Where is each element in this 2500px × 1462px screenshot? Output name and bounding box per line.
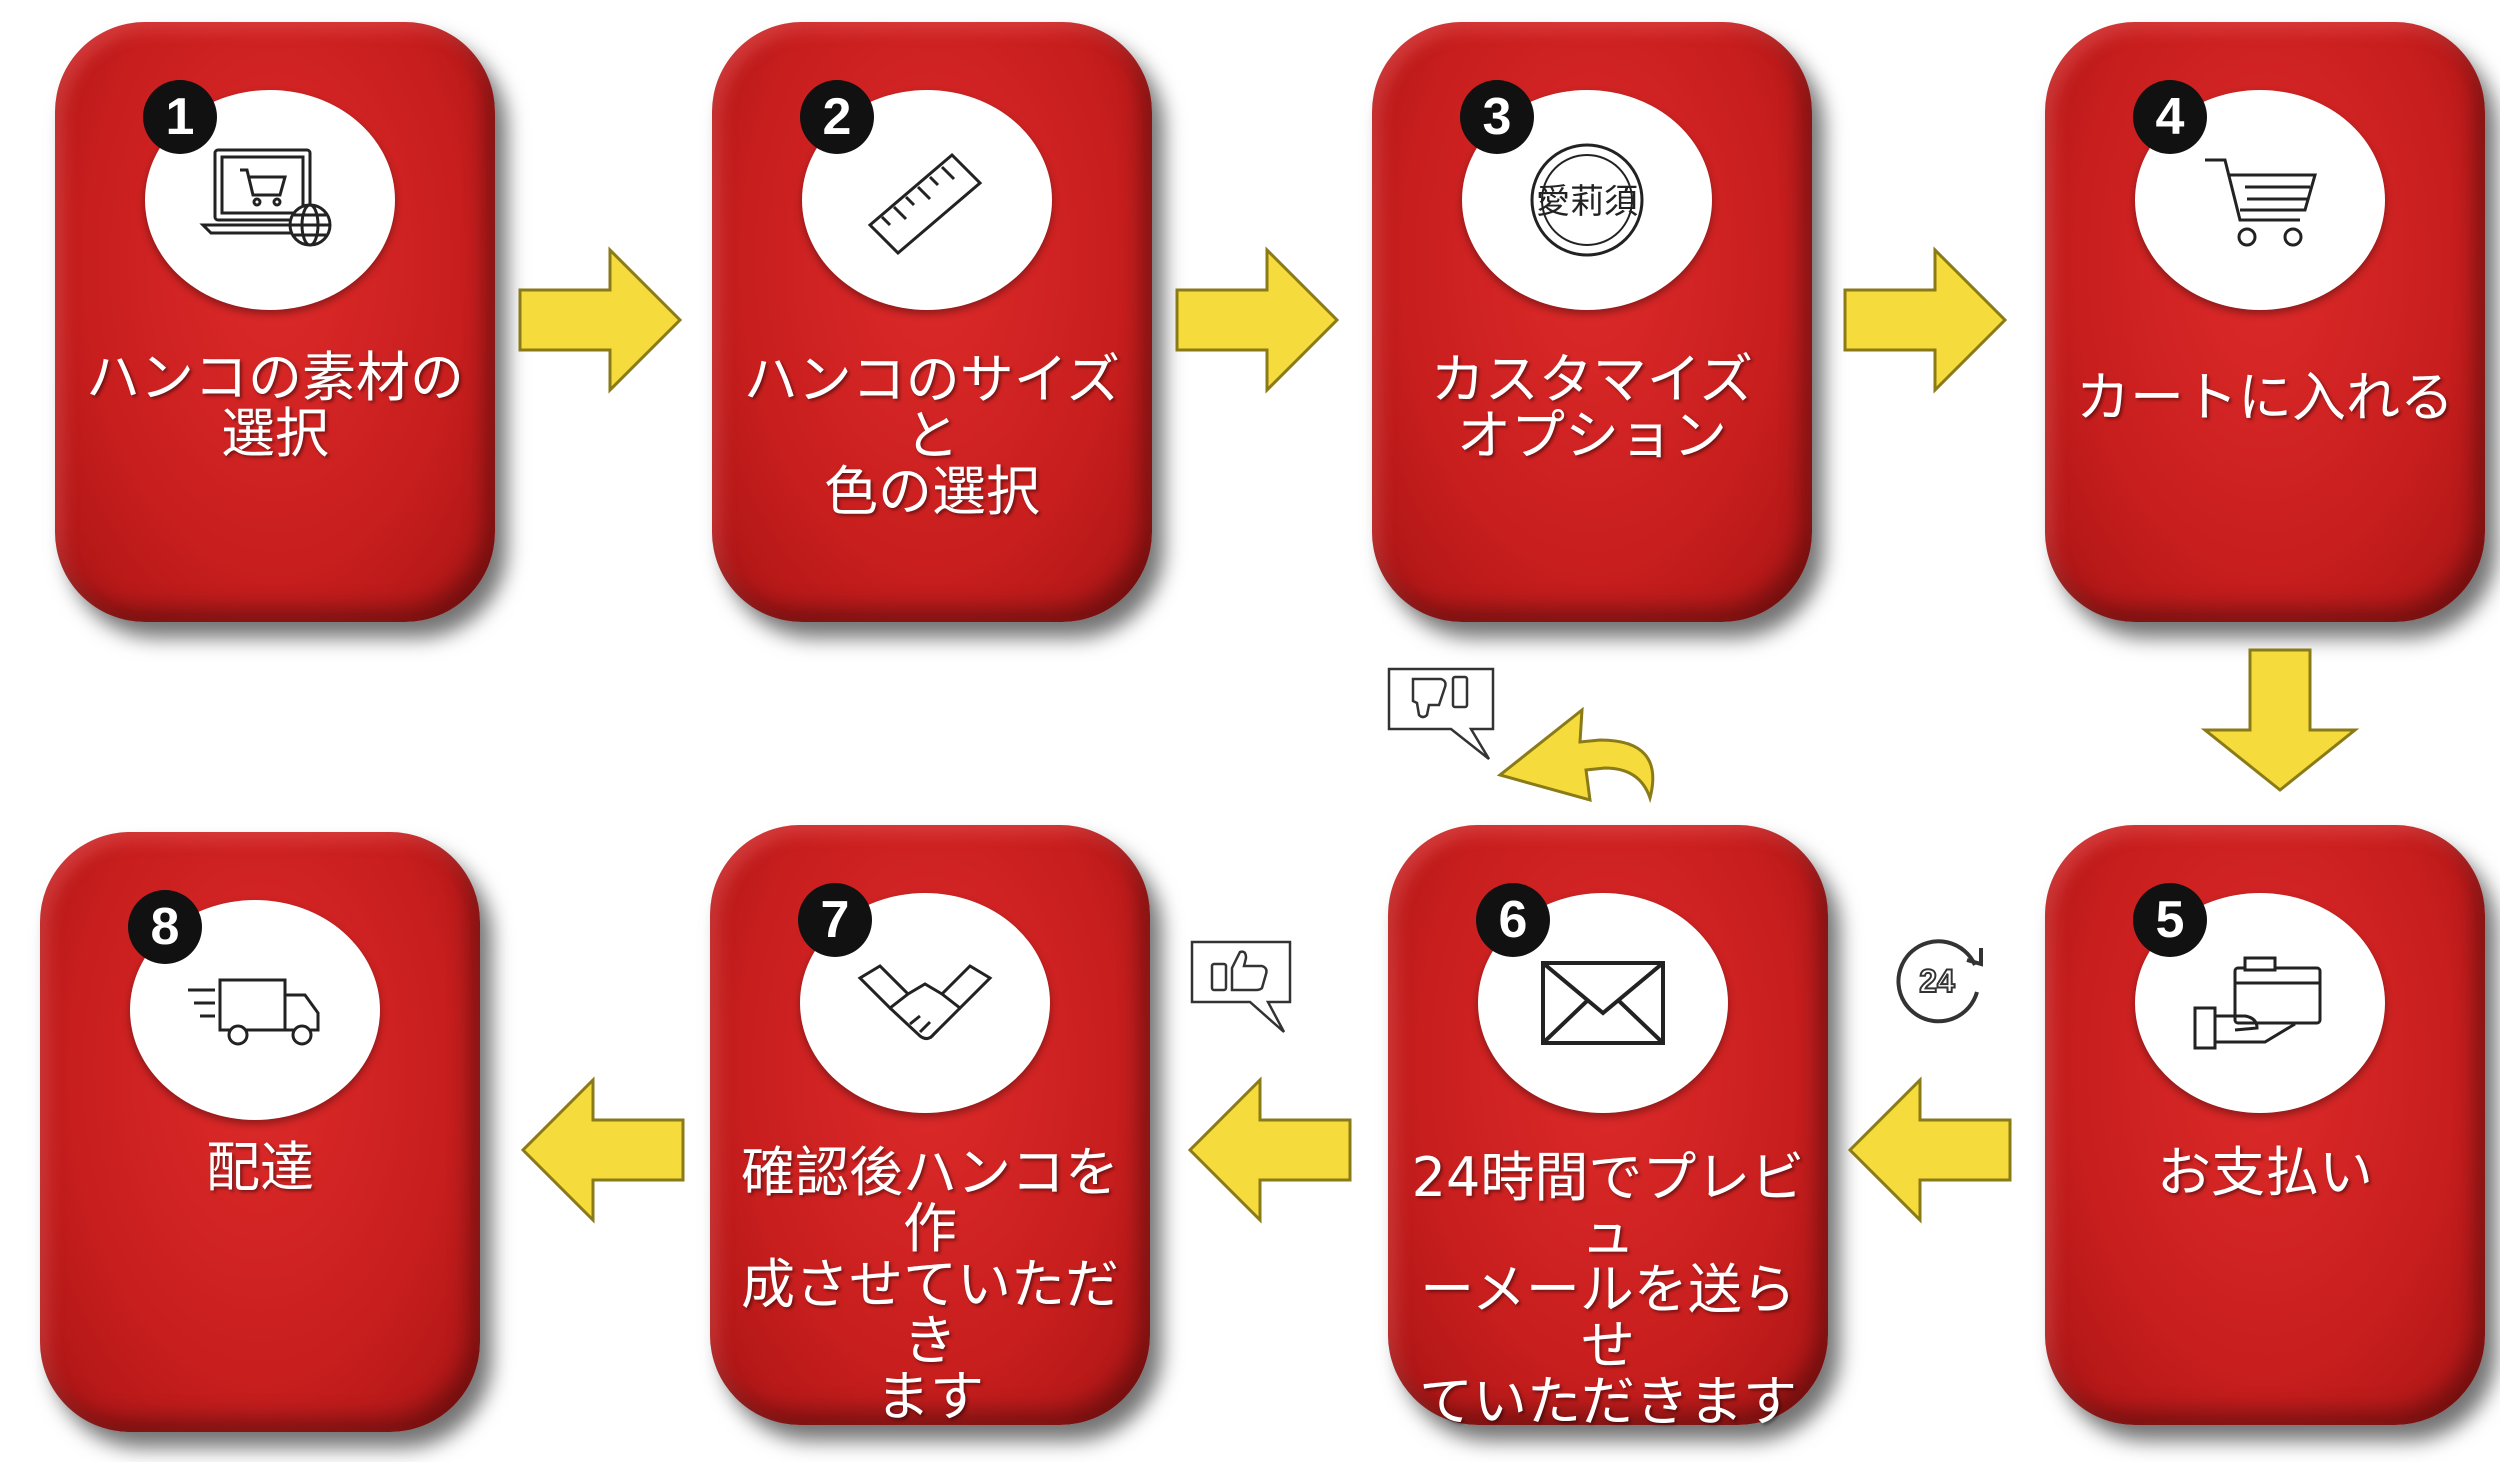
arrow-left-5-6 <box>1847 1076 2012 1224</box>
step-card-6: 6 24時間でプレビュ ーメールを送らせ ていただきます <box>1388 825 1828 1430</box>
step-card-4: 4 カートに入れる <box>2045 22 2485 622</box>
step-number-badge: 8 <box>128 890 202 964</box>
step-card-8: 8 配達 <box>40 832 480 1432</box>
step-number-badge: 5 <box>2133 883 2207 957</box>
step-number-badge: 2 <box>800 80 874 154</box>
step-number-badge: 1 <box>143 80 217 154</box>
step-label: 配達 <box>206 1136 314 1199</box>
step-number-badge: 6 <box>1476 883 1550 957</box>
shopping-cart-icon <box>2205 158 2317 247</box>
step-label: カートに入れる <box>2076 366 2454 429</box>
arrow-left-7-8 <box>520 1076 685 1224</box>
arrow-right-2-3 <box>1175 246 1340 394</box>
step-label: お支払い <box>2157 1141 2373 1204</box>
step-card-2: 2 ハンコのサイズと 色の選択 <box>712 22 1152 622</box>
clock-24-icon: 24 <box>1896 939 1983 1024</box>
arrow-right-1-2 <box>518 246 683 394</box>
curved-return-arrow-icon <box>1496 706 1655 804</box>
arrow-down-4-5 <box>2200 648 2360 792</box>
step-icon-circle <box>145 90 395 310</box>
step-label: ハンコのサイズと 色の選択 <box>743 348 1121 523</box>
step-number-badge: 7 <box>798 883 872 957</box>
step-card-7: 7 確認後ハンコを作 成させていただき ます <box>710 825 1150 1425</box>
seal-stamp-icon: 愛莉須 <box>1530 143 1644 257</box>
arrow-right-3-4 <box>1843 246 2008 394</box>
step-icon-circle: 愛莉須 <box>1462 90 1712 310</box>
delivery-truck-icon <box>188 978 320 1046</box>
svg-text:24: 24 <box>1919 963 1955 999</box>
ruler-icon <box>867 152 983 256</box>
step-label: カスタマイズ オプション <box>1430 348 1754 467</box>
svg-text:愛莉須: 愛莉須 <box>1536 182 1638 222</box>
step-card-5: 5 お支払い <box>2045 825 2485 1425</box>
thumbs-down-bubble-icon <box>1387 667 1495 760</box>
step-label: ハンコの素材の 選択 <box>86 346 464 465</box>
step-card-3: 愛莉須 3 カスタマイズ オプション <box>1372 22 1812 622</box>
step-card-1: 1 ハンコの素材の 選択 <box>55 22 495 622</box>
handshake-icon <box>857 964 993 1041</box>
step-label: 確認後ハンコを作 成させていただき ます <box>741 1141 1119 1428</box>
laptop-cart-globe-icon <box>199 148 332 247</box>
arrow-left-6-7 <box>1187 1076 1352 1224</box>
envelope-icon <box>1541 961 1665 1045</box>
thumbs-up-bubble-icon <box>1190 940 1292 1033</box>
step-label: 24時間でプレビュ ーメールを送らせ ていただきます <box>1411 1146 1805 1433</box>
step-number-badge: 4 <box>2133 80 2207 154</box>
step-number-badge: 3 <box>1460 80 1534 154</box>
step-icon-circle <box>2135 893 2385 1113</box>
hand-card-payment-icon <box>2193 956 2322 1050</box>
